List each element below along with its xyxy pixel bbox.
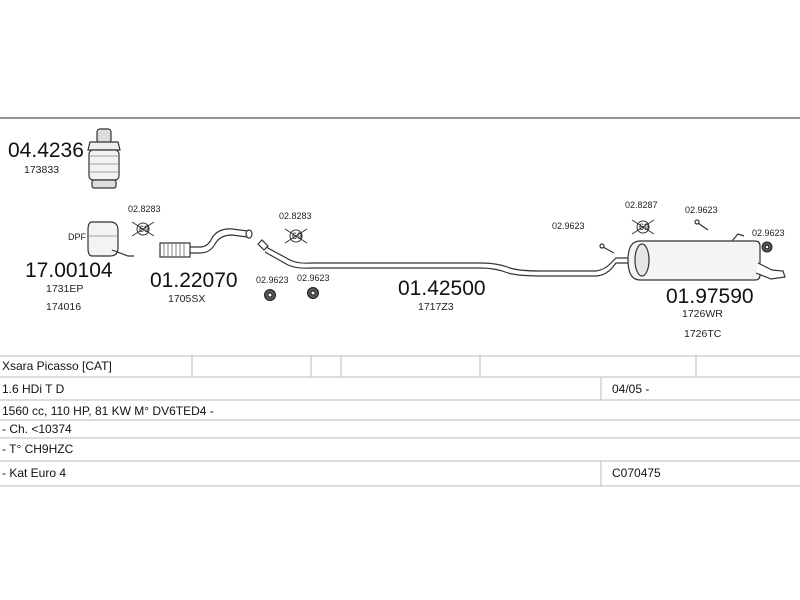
front-pipe-drawing xyxy=(159,228,253,258)
svg-text:69: 69 xyxy=(139,224,149,234)
rear-silencer-sub2: 1726TC xyxy=(684,328,722,340)
rubber-e-number: 02.9623 xyxy=(752,228,785,238)
dpf-tag: DPF xyxy=(68,232,87,242)
info-row-6-col1: - Kat Euro 4 xyxy=(2,466,66,480)
catalytic-converter-drawing xyxy=(87,128,121,189)
rubber-d-number: 02.9623 xyxy=(685,205,718,215)
dpf-drawing xyxy=(87,221,134,257)
rubber-b-number: 02.9623 xyxy=(297,273,330,283)
info-row-1-col1: Xsara Picasso [CAT] xyxy=(2,359,112,373)
dpf-sub2: 174016 xyxy=(46,301,81,313)
clamp-b-number: 02.8283 xyxy=(279,211,312,221)
middle-pipe-drawing xyxy=(257,239,628,277)
rubber-a-number: 02.9623 xyxy=(256,275,289,285)
dpf-number: 17.00104 xyxy=(25,259,113,282)
middle-pipe-number: 01.42500 xyxy=(398,277,486,300)
rubber-c-number: 02.9623 xyxy=(552,221,585,231)
info-row-3-col1: 1560 cc, 110 HP, 81 KW M° DV6TED4 - xyxy=(2,404,214,418)
info-table-grid xyxy=(0,355,800,487)
info-row-2-col1: 1.6 HDi T D xyxy=(2,382,65,396)
rubber-c-hanger-icon xyxy=(599,243,615,254)
svg-text:69: 69 xyxy=(292,231,302,241)
clamp-a-icon: 69 xyxy=(131,221,155,237)
rear-silencer-sub1: 1726WR xyxy=(682,308,723,320)
dpf-sub1: 1731EP xyxy=(46,283,83,295)
rubber-d-hanger-icon xyxy=(694,219,709,231)
rubber-a-icon xyxy=(264,289,276,301)
svg-text:69: 69 xyxy=(639,222,649,232)
front-pipe-number: 01.22070 xyxy=(150,269,238,292)
info-row-5-col1: - T° CH9HZC xyxy=(2,442,74,456)
info-row-6-col2: C070475 xyxy=(612,466,661,480)
clamp-c-icon: 69 xyxy=(631,219,655,235)
rubber-b-icon xyxy=(307,287,319,299)
rubber-e-icon xyxy=(761,241,773,253)
info-row-4-col1: - Ch. <10374 xyxy=(2,422,72,436)
clamp-b-icon: 69 xyxy=(284,228,308,244)
front-pipe-sub: 1705SX xyxy=(168,293,205,305)
cat-front-sub: 173833 xyxy=(24,164,59,176)
rear-silencer-number: 01.97590 xyxy=(666,285,754,308)
cat-front-number: 04.4236 xyxy=(8,139,84,162)
middle-pipe-sub: 1717Z3 xyxy=(418,301,454,313)
clamp-a-number: 02.8283 xyxy=(128,204,161,214)
clamp-c-number: 02.8287 xyxy=(625,200,658,210)
rear-silencer-drawing xyxy=(627,233,786,281)
info-row-2-col2: 04/05 - xyxy=(612,382,649,396)
